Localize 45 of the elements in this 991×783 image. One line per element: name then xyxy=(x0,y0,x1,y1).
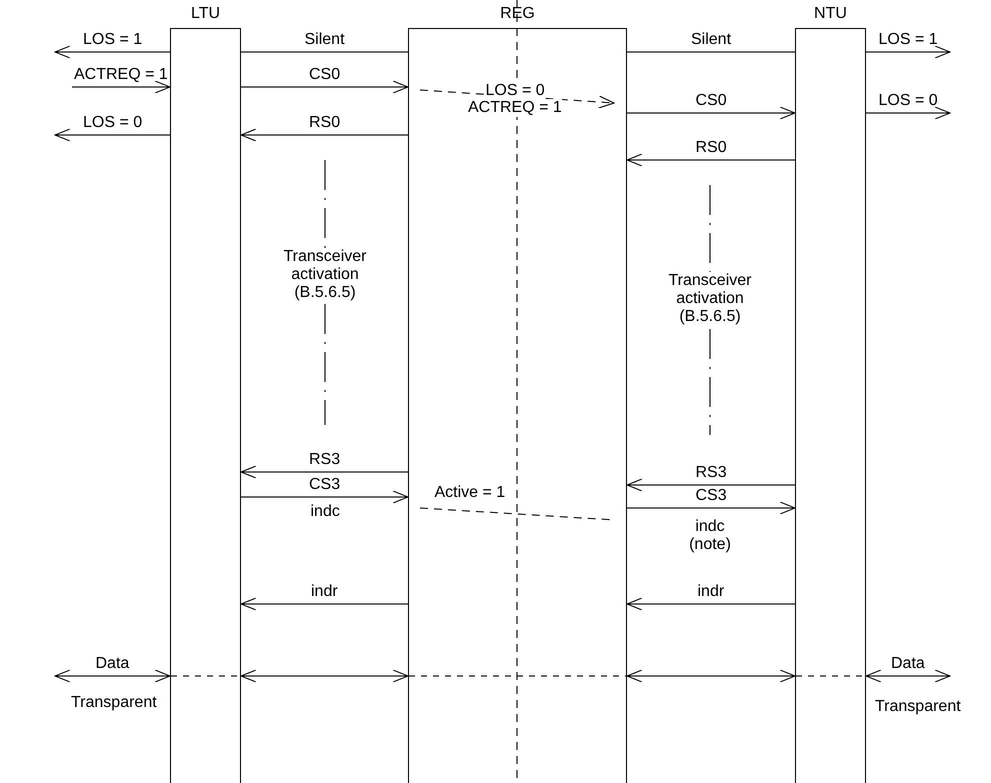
unit-label: NTU xyxy=(814,5,847,23)
edge-label: LOS = 1 xyxy=(83,31,142,48)
arrow xyxy=(54,670,170,682)
arrow xyxy=(866,106,950,120)
arrow xyxy=(240,490,408,504)
edge-label: CS0 xyxy=(696,92,727,109)
arrow xyxy=(626,598,796,610)
arrow xyxy=(240,128,408,142)
unit-label: LTU xyxy=(190,5,220,23)
edge-label: RS3 xyxy=(309,451,340,468)
edge-label: CS3 xyxy=(309,476,340,493)
annotation-text: Transparent xyxy=(875,698,961,716)
arrow xyxy=(626,106,796,120)
edge-label: LOS = 0 xyxy=(83,114,142,131)
arrow xyxy=(626,670,796,682)
arrow xyxy=(866,46,950,58)
edge-label: LOS = 0 xyxy=(878,92,938,109)
edge-label: ACTREQ = 1 xyxy=(74,66,168,83)
arrow xyxy=(240,80,408,94)
edge-label: RS0 xyxy=(309,114,340,131)
arrow xyxy=(72,80,170,94)
edge-label: Silent xyxy=(691,31,732,48)
edge-label: CS3 xyxy=(696,487,727,504)
edge-label: Data xyxy=(891,655,925,672)
edge-label: indr xyxy=(311,583,338,600)
edge-label: indr xyxy=(698,583,724,600)
arrow xyxy=(626,502,796,514)
arrow xyxy=(626,154,796,166)
annotation-text: ACTREQ = 1 xyxy=(468,99,562,117)
edge-label: RS3 xyxy=(696,464,727,481)
annotation-text: LOS = 0 xyxy=(486,82,545,100)
edge-label: CS0 xyxy=(309,66,340,83)
arrow xyxy=(240,466,408,478)
arrow xyxy=(626,478,796,492)
arrow xyxy=(54,46,170,58)
edge-label: Data xyxy=(96,655,130,672)
edge-label: Silent xyxy=(304,31,345,48)
unit-label: REG xyxy=(500,5,535,23)
annotation-text: Transparent xyxy=(71,694,157,712)
arrow xyxy=(240,598,408,610)
arrow xyxy=(866,670,950,682)
edge-label: LOS = 1 xyxy=(878,31,938,48)
arrow xyxy=(54,128,170,142)
edge-label: RS0 xyxy=(696,139,727,156)
arrow xyxy=(240,670,408,682)
